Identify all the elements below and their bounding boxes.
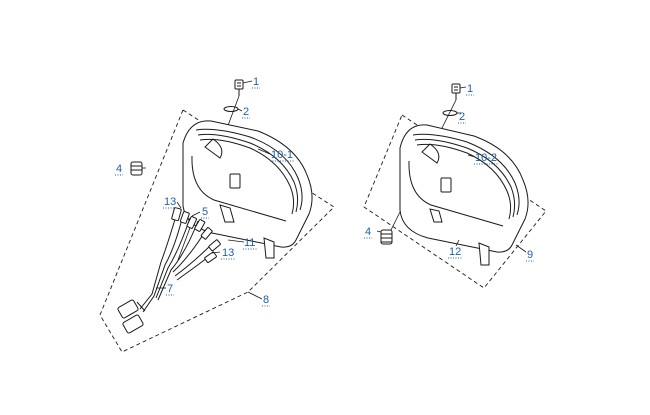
callout-4-left: 4 (116, 163, 122, 175)
screw-part-1 (234, 79, 244, 96)
callout-10-1: 10-1 (271, 149, 293, 161)
callout-13-upper: 13 (164, 196, 176, 208)
washer-part-2 (223, 106, 239, 112)
callout-13-lower: 13 (222, 247, 234, 259)
callout-2-right: 2 (459, 111, 465, 123)
screw-part-1-right (451, 83, 461, 100)
assembly-left (99, 79, 335, 353)
callout-1-right: 1 (467, 83, 473, 95)
callout-8: 8 (263, 294, 269, 306)
callout-9: 9 (527, 249, 533, 261)
callout-7: 7 (167, 283, 173, 295)
meter-housing-10-2 (399, 124, 529, 266)
grommet-part-4 (130, 161, 143, 176)
callout-2-left: 2 (243, 106, 249, 118)
callout-5: 5 (202, 206, 208, 218)
callout-12: 12 (449, 246, 461, 258)
callout-11: 11 (244, 237, 255, 249)
wire-harness-7 (117, 207, 221, 334)
callout-labels: 1 2 4 10-1 13 5 11 13 7 8 1 2 10-2 4 12 … (115, 76, 534, 307)
meter-housing-10-1 (182, 120, 313, 259)
assembly-right (363, 83, 547, 289)
grommet-part-4-right (380, 229, 393, 245)
callout-10-2: 10-2 (475, 152, 497, 164)
callout-4-right: 4 (365, 226, 371, 238)
callout-1-left: 1 (253, 76, 259, 88)
